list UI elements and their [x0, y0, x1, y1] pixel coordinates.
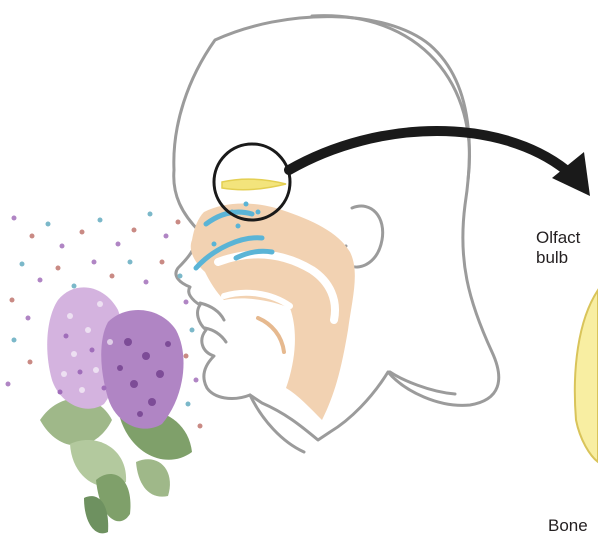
zoom-arrow — [289, 131, 590, 196]
bone-label: Bone — [548, 516, 588, 536]
olfactory-bulb-label: Olfact bulb — [536, 228, 580, 268]
olfactory-bulb-large — [575, 290, 598, 462]
olfactory-bulb-label-line1: Olfact — [536, 228, 580, 248]
lilac-flower-icon — [40, 287, 192, 533]
olfactory-bulb-label-line2: bulb — [536, 248, 580, 268]
olfactory-bulb-small — [222, 179, 286, 189]
nasal-cavity — [191, 204, 355, 421]
